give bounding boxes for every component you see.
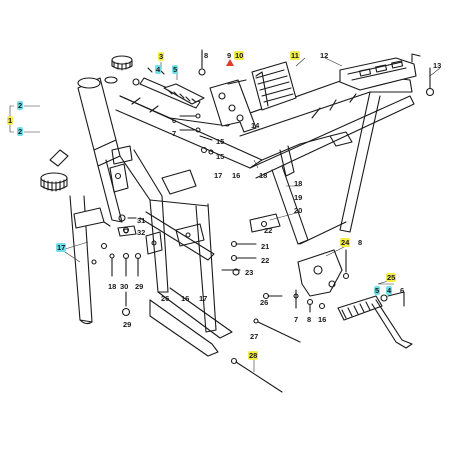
long-bolts bbox=[230, 318, 301, 393]
fastener-group-rear bbox=[262, 289, 326, 313]
part-callout-23: 23 bbox=[245, 268, 254, 277]
part-callout-8: 8 bbox=[307, 315, 312, 324]
side-bracket bbox=[221, 213, 281, 276]
part-callout-16: 16 bbox=[318, 315, 327, 324]
part-callout-27: 27 bbox=[250, 332, 259, 341]
part-callout-2: 2 bbox=[17, 127, 24, 136]
part-callout-2: 2 bbox=[17, 101, 24, 110]
part-callout-12: 12 bbox=[320, 51, 329, 60]
part-callout-3: 3 bbox=[158, 52, 165, 61]
part-callout-19: 19 bbox=[294, 193, 303, 202]
part-callout-29: 29 bbox=[123, 320, 132, 329]
part-callout-20: 20 bbox=[294, 206, 303, 215]
part-callout-18: 18 bbox=[259, 171, 268, 180]
side-mount-plate bbox=[209, 79, 257, 133]
part-callout-8: 8 bbox=[358, 238, 363, 247]
front-footrest bbox=[132, 67, 205, 109]
battery-box bbox=[251, 61, 297, 111]
fastener-group-lower-left bbox=[91, 214, 142, 317]
part-callout-17: 17 bbox=[56, 243, 67, 252]
part-callout-7: 7 bbox=[294, 315, 299, 324]
part-callout-6: 6 bbox=[172, 116, 177, 125]
part-callout-15: 15 bbox=[216, 152, 225, 161]
part-callout-7: 7 bbox=[172, 129, 177, 138]
part-callout-29: 29 bbox=[135, 282, 144, 291]
part-callout-26: 26 bbox=[161, 294, 170, 303]
part-callout-15: 15 bbox=[216, 137, 225, 146]
head-bearing-top bbox=[104, 55, 133, 84]
part-callout-30: 30 bbox=[120, 282, 129, 291]
part-callout-9: 9 bbox=[227, 51, 232, 60]
part-callout-8: 8 bbox=[204, 51, 209, 60]
rear-footrest-bracket bbox=[297, 249, 350, 297]
cradle-tubes bbox=[119, 149, 233, 357]
rear-subframe bbox=[235, 73, 415, 245]
rear-footrest-peg bbox=[337, 291, 413, 349]
part-callout-1: 1 bbox=[7, 116, 14, 125]
head-bearing-bottom bbox=[40, 149, 69, 192]
part-callout-25: 25 bbox=[386, 273, 397, 282]
front-down-tubes bbox=[69, 159, 123, 325]
part-callout-10: 10 bbox=[234, 51, 245, 60]
part-callout-17: 17 bbox=[214, 171, 223, 180]
part-callout-21: 21 bbox=[261, 242, 270, 251]
part-callout-18: 18 bbox=[294, 179, 303, 188]
part-callout-6: 6 bbox=[400, 286, 405, 295]
fastener-group-upper bbox=[179, 49, 214, 155]
part-callout-18: 18 bbox=[108, 282, 117, 291]
steering-head-tube bbox=[77, 77, 121, 167]
rear-carrier-rack bbox=[339, 53, 421, 91]
part-callout-32: 32 bbox=[137, 228, 146, 237]
part-callout-5: 5 bbox=[172, 65, 179, 74]
part-callout-28: 28 bbox=[248, 351, 259, 360]
part-callout-17: 17 bbox=[199, 294, 208, 303]
part-callout-14: 14 bbox=[251, 121, 260, 130]
rear-bolt bbox=[425, 67, 435, 97]
part-callout-11: 11 bbox=[290, 51, 300, 60]
part-callout-4: 4 bbox=[386, 286, 393, 295]
part-callout-16: 16 bbox=[232, 171, 241, 180]
part-callout-22: 22 bbox=[261, 256, 270, 265]
part-callout-5: 5 bbox=[374, 286, 381, 295]
part-callout-24: 24 bbox=[340, 238, 351, 247]
frame-gussets bbox=[161, 169, 205, 247]
part-callout-16: 16 bbox=[181, 294, 190, 303]
part-callout-22: 22 bbox=[264, 226, 273, 235]
part-callout-31: 31 bbox=[137, 216, 146, 225]
part-callout-4: 4 bbox=[155, 65, 162, 74]
part-callout-13: 13 bbox=[433, 61, 442, 70]
part-callout-26: 26 bbox=[260, 298, 269, 307]
warning-triangle-icon bbox=[226, 59, 234, 66]
